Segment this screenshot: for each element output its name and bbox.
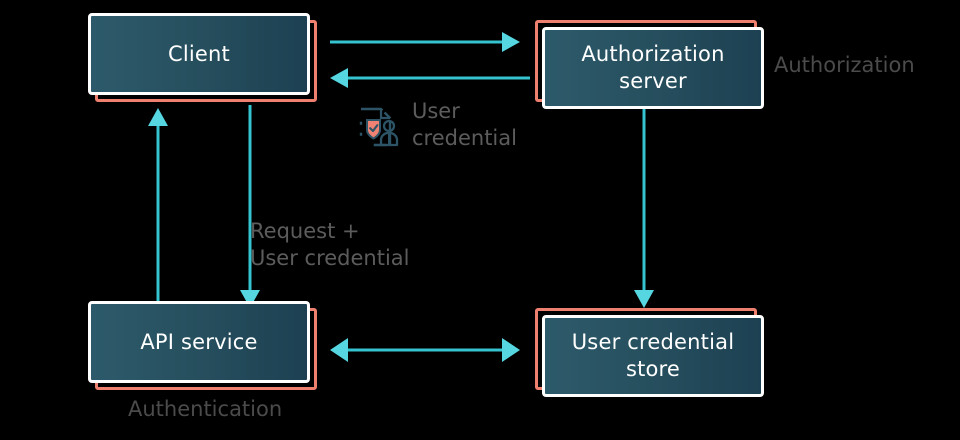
node-api-service[interactable]: API service: [88, 301, 317, 390]
client-card: Client: [88, 13, 310, 95]
user-credential-icon: [356, 104, 402, 150]
api-service-label: API service: [140, 329, 258, 354]
caption-authentication: Authentication: [128, 397, 283, 421]
client-label: Client: [168, 41, 230, 66]
auth-server-card: Authorization server: [542, 27, 764, 109]
caption-request-user-credential: Request + User credential: [250, 219, 410, 271]
arrow-auth-server-to-cred-store: [634, 105, 654, 308]
auth-server-label: Authorization server: [581, 42, 725, 93]
api-service-card: API service: [88, 301, 310, 383]
arrow-auth-server-to-client: [330, 68, 530, 88]
cred-store-card: User credential store: [542, 315, 764, 397]
arrow-api-service-to-cred-store: [330, 338, 520, 362]
node-client[interactable]: Client: [88, 13, 317, 102]
caption-authorization: Authorization: [774, 53, 915, 77]
user-credential-icon-label: User credential: [412, 99, 517, 150]
node-auth-server[interactable]: Authorization server: [535, 20, 764, 109]
arrow-api-service-to-client: [148, 108, 168, 308]
arrow-client-to-api-service: [240, 105, 260, 308]
arrow-client-to-auth-server: [330, 32, 520, 52]
node-cred-store[interactable]: User credential store: [535, 308, 764, 397]
cred-store-label: User credential store: [571, 330, 735, 381]
